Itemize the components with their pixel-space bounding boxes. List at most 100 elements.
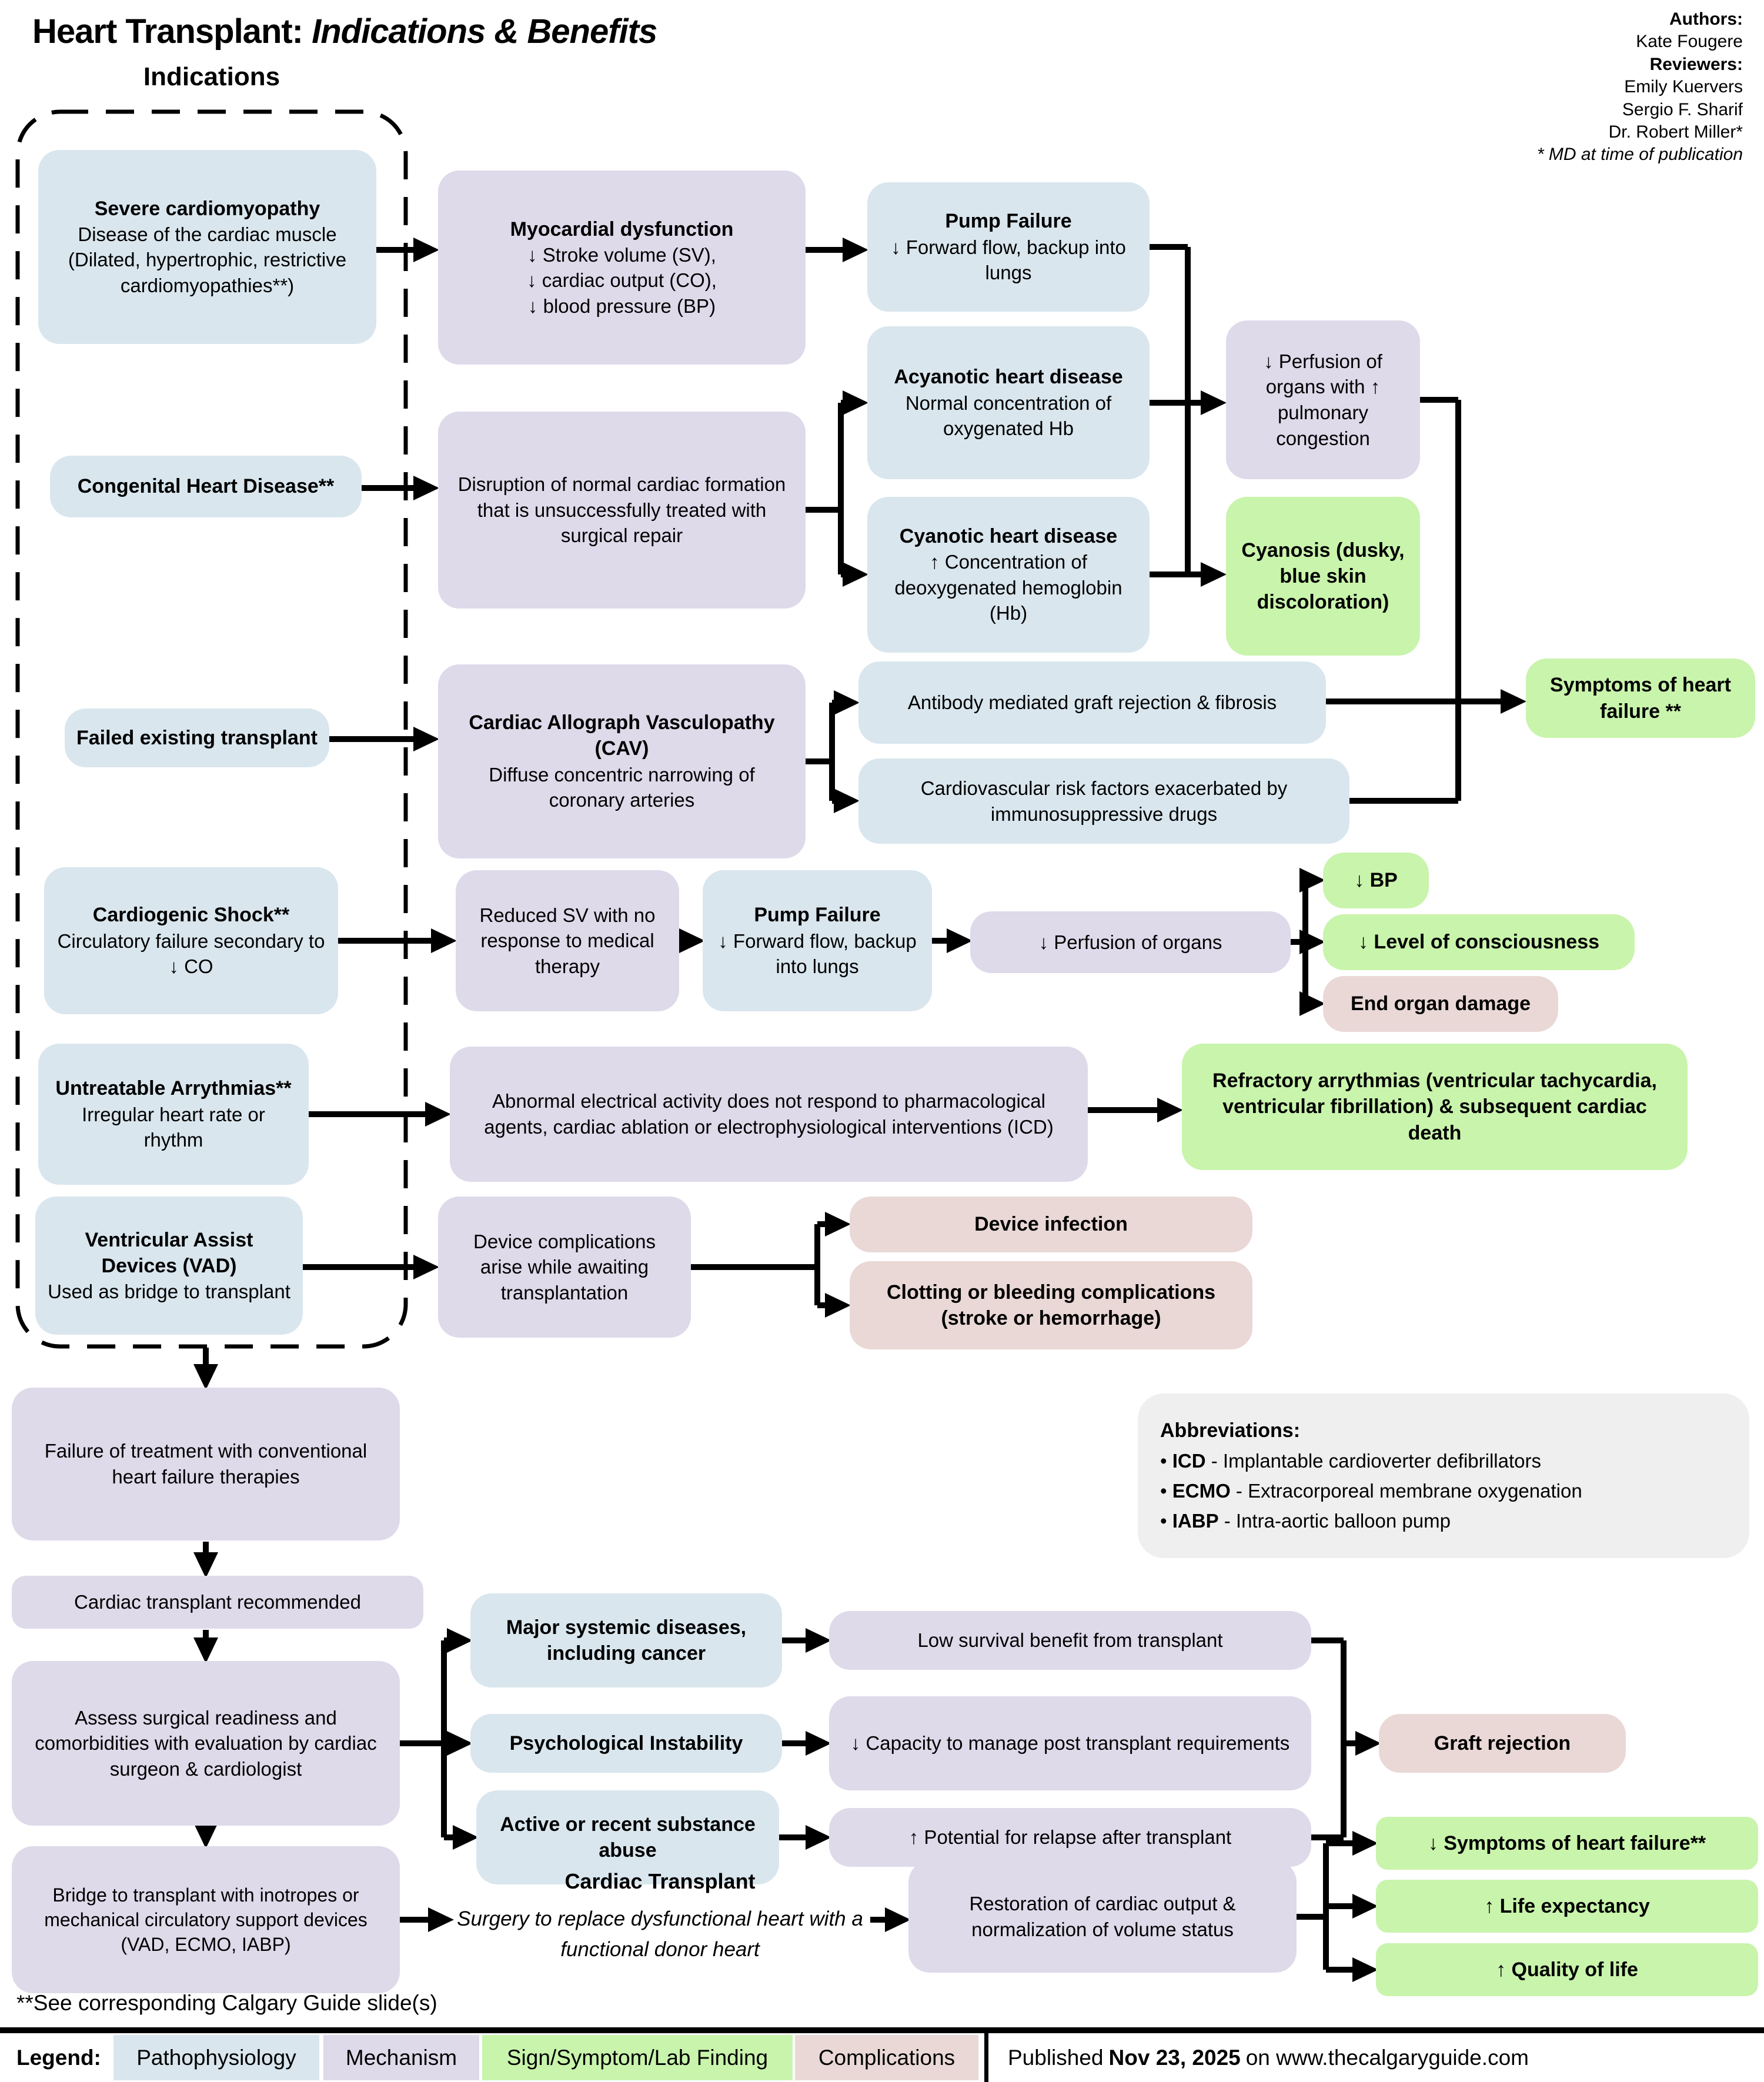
- box-title: Pump Failure: [945, 210, 1072, 233]
- box-body: Antibody mediated graft rejection & fibr…: [907, 691, 1277, 714]
- box-low-survival-benefit: Low survival benefit from transplant: [829, 1611, 1311, 1670]
- box-title: ↑ Life expectancy: [1484, 1894, 1650, 1917]
- box-body: Cardiac transplant recommended: [74, 1591, 361, 1613]
- box-title: Cyanosis (dusky, blue skin discoloration…: [1241, 539, 1405, 614]
- box-cyanosis: Cyanosis (dusky, blue skin discoloration…: [1226, 497, 1420, 656]
- box-psychological-instability: Psychological Instability: [470, 1714, 782, 1773]
- box-decreased-symptoms-heart-failure: ↓ Symptoms of heart failure**: [1376, 1817, 1758, 1870]
- box-body: ↓ Capacity to manage post transplant req…: [850, 1732, 1290, 1755]
- see-corresponding-note: **See corresponding Calgary Guide slide(…: [16, 1991, 437, 2015]
- legend-divider-bar: [0, 2027, 1764, 2033]
- credits-footnote: * MD at time of publication: [1536, 145, 1743, 165]
- box-title: End organ damage: [1350, 992, 1531, 1015]
- legend-item-pathophysiology: Pathophysiology: [113, 2035, 319, 2080]
- author-name: Kate Fougere: [1636, 32, 1743, 52]
- box-title: Acyanotic heart disease: [894, 366, 1123, 389]
- page-title-sub: Indications & Benefits: [312, 12, 657, 51]
- box-title: ↓ Level of consciousness: [1358, 931, 1600, 954]
- box-title: Psychological Instability: [509, 1732, 743, 1755]
- box-body: ↓ Forward flow, backup into lungs: [718, 930, 917, 978]
- box-device-complications: Device complications arise while awaitin…: [438, 1197, 691, 1338]
- box-body: Normal concentration of oxygenated Hb: [905, 392, 1112, 440]
- box-abnormal-electrical-activity: Abnormal electrical activity does not re…: [450, 1047, 1088, 1182]
- box-end-organ-damage: End organ damage: [1323, 976, 1558, 1032]
- box-graft-rejection: Graft rejection: [1379, 1714, 1626, 1773]
- box-body: ↑ Concentration of deoxygenated hemoglob…: [894, 551, 1122, 624]
- box-relapse-potential: ↑ Potential for relapse after transplant: [829, 1808, 1311, 1867]
- box-low-bp: ↓ BP: [1323, 853, 1429, 908]
- box-body: Used as bridge to transplant: [48, 1280, 290, 1302]
- legend-label: Legend:: [16, 2045, 101, 2070]
- page-title: Heart Transplant: Indications & Benefits: [32, 12, 657, 51]
- box-title: Untreatable Arrythmias**: [55, 1077, 292, 1100]
- box-title: Active or recent substance abuse: [500, 1813, 756, 1862]
- box-title: Ventricular Assist Devices (VAD): [85, 1228, 253, 1277]
- box-disruption-cardiac-formation: Disruption of normal cardiac formation t…: [438, 412, 806, 609]
- box-restoration-cardiac-output: Restoration of cardiac output & normaliz…: [908, 1861, 1297, 1973]
- box-title: Cardiac Allograph Vasculopathy (CAV): [469, 711, 775, 760]
- box-level-of-consciousness: ↓ Level of consciousness: [1323, 914, 1635, 970]
- box-perfusion-of-organs: ↓ Perfusion of organs: [970, 911, 1291, 973]
- box-major-systemic-diseases: Major systemic diseases, including cance…: [470, 1593, 782, 1687]
- legend-vertical-divider: [984, 2033, 988, 2082]
- box-congenital-heart-disease: Congenital Heart Disease**: [50, 456, 362, 517]
- box-cardiac-allograph-vasculopathy: Cardiac Allograph Vasculopathy (CAV) Dif…: [438, 664, 806, 858]
- box-pump-failure-2: Pump Failure ↓ Forward flow, backup into…: [703, 870, 932, 1011]
- box-reduced-sv: Reduced SV with no response to medical t…: [456, 870, 679, 1011]
- box-failure-conventional-therapies: Failure of treatment with conventional h…: [12, 1388, 400, 1540]
- box-refractory-arrhythmias: Refractory arrythmias (ventricular tachy…: [1182, 1044, 1688, 1170]
- box-body: ↑ Potential for relapse after transplant: [908, 1826, 1232, 1849]
- box-device-infection: Device infection: [850, 1197, 1252, 1252]
- abbreviation-item: ECMO - Extracorporeal membrane oxygenati…: [1160, 1476, 1582, 1506]
- page-title-main: Heart Transplant:: [32, 12, 303, 51]
- box-cyanotic-heart-disease: Cyanotic heart disease ↑ Concentration o…: [867, 497, 1150, 653]
- box-title: Congenital Heart Disease**: [77, 475, 335, 498]
- box-title: Device infection: [974, 1213, 1128, 1236]
- box-life-expectancy: ↑ Life expectancy: [1376, 1880, 1758, 1933]
- box-title: ↑ Quality of life: [1496, 1958, 1638, 1981]
- box-body: Cardiovascular risk factors exacerbated …: [920, 777, 1288, 825]
- abbreviation-item: ICD - Implantable cardioverter defibrill…: [1160, 1446, 1541, 1476]
- box-clotting-bleeding: Clotting or bleeding complications (stro…: [850, 1261, 1252, 1349]
- box-antibody-graft-rejection: Antibody mediated graft rejection & fibr…: [858, 661, 1326, 744]
- box-assess-surgical-readiness: Assess surgical readiness and comorbidit…: [12, 1661, 400, 1826]
- indications-section-label: Indications: [143, 62, 280, 91]
- box-pump-failure-1: Pump Failure ↓ Forward flow, backup into…: [867, 182, 1150, 312]
- box-quality-of-life: ↑ Quality of life: [1376, 1943, 1758, 1996]
- legend-item-complications: Complications: [795, 2035, 978, 2080]
- reviewers-label: Reviewers:: [1649, 54, 1743, 74]
- box-title: Cardiac Transplant: [564, 1869, 756, 1894]
- box-body: Diffuse concentric narrowing of coronary…: [489, 763, 755, 811]
- box-body: Reduced SV with no response to medical t…: [479, 904, 656, 977]
- box-body: Low survival benefit from transplant: [917, 1629, 1223, 1652]
- box-body: Bridge to transplant with inotropes or m…: [44, 1884, 368, 1956]
- box-capacity-post-transplant: ↓ Capacity to manage post transplant req…: [829, 1696, 1311, 1790]
- reviewer-name: Emily Kuervers: [1624, 77, 1743, 97]
- reviewer-name: Dr. Robert Miller*: [1608, 122, 1743, 142]
- box-body: Device complications arise while awaitin…: [473, 1230, 656, 1304]
- box-title: Symptoms of heart failure **: [1550, 674, 1731, 723]
- box-title: Failed existing transplant: [76, 726, 318, 749]
- abbreviations-box: Abbreviations: ICD - Implantable cardiov…: [1138, 1393, 1749, 1558]
- abbreviations-title: Abbreviations:: [1160, 1419, 1301, 1442]
- box-title: Graft rejection: [1434, 1732, 1571, 1755]
- box-body: Assess surgical readiness and comorbidit…: [35, 1706, 377, 1780]
- box-body: Failure of treatment with conventional h…: [44, 1440, 368, 1488]
- box-body: Irregular heart rate or rhythm: [82, 1103, 265, 1151]
- box-symptoms-heart-failure: Symptoms of heart failure **: [1526, 659, 1755, 738]
- box-title: Clotting or bleeding complications (stro…: [886, 1281, 1216, 1329]
- box-title: Major systemic diseases, including cance…: [506, 1616, 747, 1665]
- box-title: Cyanotic heart disease: [899, 525, 1118, 548]
- box-body: ↓ Perfusion of organs with ↑ pulmonary c…: [1264, 350, 1382, 449]
- box-untreatable-arrhythmias: Untreatable Arrythmias** Irregular heart…: [38, 1044, 309, 1185]
- box-transplant-recommended: Cardiac transplant recommended: [12, 1576, 423, 1629]
- box-failed-existing-transplant: Failed existing transplant: [65, 709, 329, 767]
- box-body: ↓ Forward flow, backup into lungs: [891, 236, 1126, 284]
- box-substance-abuse: Active or recent substance abuse: [476, 1790, 779, 1884]
- box-title: Cardiogenic Shock**: [92, 904, 290, 927]
- box-body: Restoration of cardiac output & normaliz…: [969, 1893, 1236, 1940]
- box-body: ↓ Perfusion of organs: [1038, 931, 1222, 953]
- box-body: Disruption of normal cardiac formation t…: [457, 473, 786, 547]
